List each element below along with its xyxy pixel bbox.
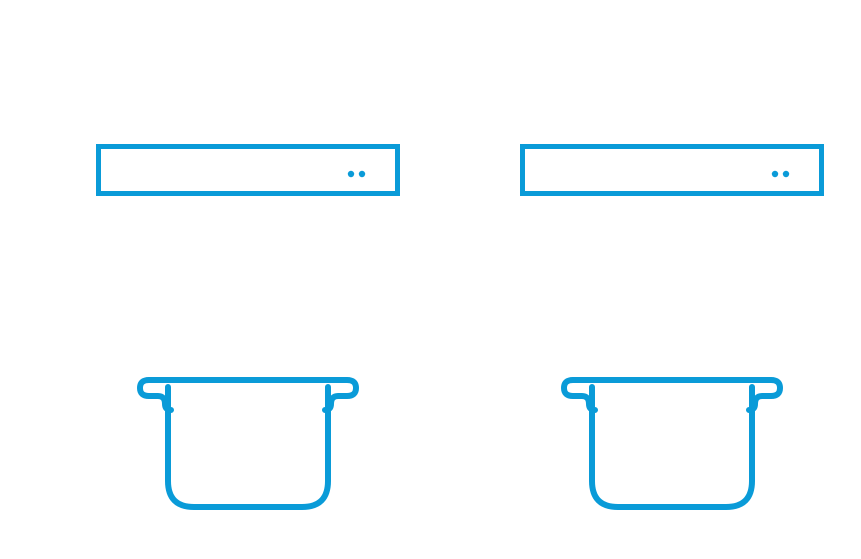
device-unit-icon-left — [96, 144, 400, 196]
status-dot-1 — [771, 170, 779, 178]
cooking-pot-icon-right — [561, 377, 783, 511]
status-dot-2 — [358, 170, 366, 178]
device-unit-icon — [96, 144, 400, 196]
cooking-pot-icon-left — [137, 377, 359, 511]
device-unit-icon-right — [520, 144, 824, 196]
device-unit-icon — [520, 144, 824, 196]
cooking-pot-icon — [137, 377, 359, 510]
status-dot-2 — [782, 170, 790, 178]
status-dot-1 — [347, 170, 355, 178]
cooking-pot-icon — [561, 377, 783, 510]
